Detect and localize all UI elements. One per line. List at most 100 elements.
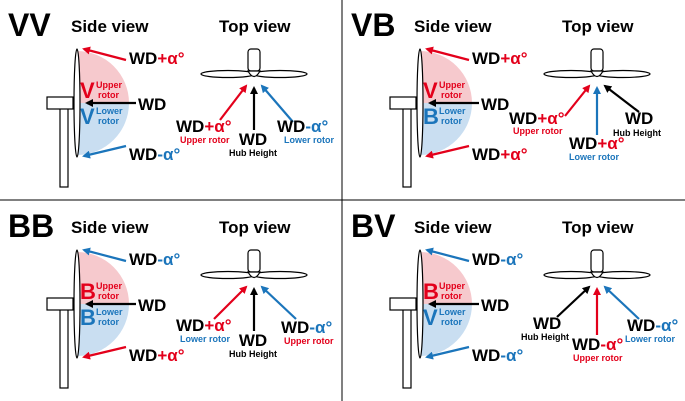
top-rotor-mid: Upper rotor (573, 353, 623, 363)
nacelle-top (247, 249, 261, 273)
upper-rotor-area (77, 252, 129, 304)
top-rotor-left: Lower rotor (180, 334, 230, 344)
top-rotor-left: Upper rotor (180, 135, 230, 145)
top-arrow-right (603, 285, 640, 320)
side-label-hub: WD (481, 95, 509, 114)
lower-rotor-label-letter: B (80, 305, 96, 330)
lower-rotor-label-rotor: rotor (98, 116, 119, 126)
top-arrow-left (564, 84, 591, 117)
top-rotor-left: Upper rotor (513, 126, 563, 136)
hub-top (246, 70, 262, 78)
top-label-hub: WD (239, 331, 267, 350)
upper-rotor-label-letter: V (80, 78, 95, 103)
panel-title: VB (351, 7, 395, 43)
lower-rotor-label-letter: V (423, 305, 438, 330)
upper-rotor-area (77, 51, 129, 103)
blade-right (595, 69, 651, 79)
top-rotor-hub: Hub Height (613, 128, 661, 138)
side-arrow-bottom (82, 345, 127, 360)
lower-rotor-label-sup: Lower (96, 307, 123, 317)
top-arrow-left (219, 84, 248, 121)
top-rotor-right: Lower rotor (284, 135, 334, 145)
side-label-top: WD-α° (129, 250, 180, 269)
side-label-top: WD+α° (472, 49, 528, 68)
top-rotor-right: Lower rotor (625, 334, 675, 344)
upper-rotor-label-sup: Upper (96, 281, 123, 291)
blade-left (200, 69, 256, 79)
nacelle (389, 96, 417, 110)
side-arrow-top (82, 46, 127, 62)
rotor-blade-side (416, 249, 424, 359)
blade-right (252, 69, 308, 79)
tower (402, 303, 412, 389)
lower-rotor-area (77, 103, 129, 155)
side-arrow-bottom (425, 144, 470, 159)
side-label-top: WD+α° (129, 49, 185, 68)
top-arrow-right (603, 84, 640, 113)
top-rotor-hub: Hub Height (521, 332, 569, 342)
side-arrow-bottom (425, 345, 470, 360)
upper-rotor-label-sup: Upper (439, 281, 466, 291)
hub-top (246, 271, 262, 279)
lower-rotor-label-sup: Lower (439, 307, 466, 317)
side-arrow-bottom (82, 144, 127, 159)
top-label-right: WD-α° (627, 316, 678, 335)
hub-top (589, 70, 605, 78)
blade-left (543, 270, 599, 280)
top-label-mid: WD-α° (572, 335, 623, 354)
rotor-blade-side (73, 48, 81, 158)
top-rotor-hub: Hub Height (229, 148, 277, 158)
side-label-bottom: WD-α° (472, 346, 523, 365)
top-view-heading: Top view (562, 17, 634, 36)
upper-rotor-label-letter: V (423, 78, 438, 103)
lower-rotor-label-letter: B (423, 104, 439, 129)
side-arrow-top (425, 46, 470, 62)
side-arrow-top (425, 247, 470, 263)
top-label-hub: WD (533, 314, 561, 333)
side-label-top: WD-α° (472, 250, 523, 269)
blade-left (543, 69, 599, 79)
rotor-blade-side (416, 48, 424, 158)
lower-rotor-label-rotor: rotor (441, 317, 462, 327)
top-rotor-right: Upper rotor (284, 336, 334, 346)
nacelle (389, 297, 417, 311)
top-label-right: WD-α° (281, 318, 332, 337)
lower-rotor-area (420, 304, 472, 356)
top-view-heading: Top view (219, 17, 291, 36)
lower-rotor-label-rotor: rotor (98, 317, 119, 327)
upper-rotor-label-rotor: rotor (441, 90, 462, 100)
panel-title: BB (8, 208, 54, 244)
lower-rotor-label-rotor: rotor (441, 116, 462, 126)
top-label-right: WD-α° (277, 117, 328, 136)
top-label-left: WD+α° (176, 316, 232, 335)
hub-top (589, 271, 605, 279)
side-arrow-top (82, 247, 127, 263)
nacelle-top (590, 249, 604, 273)
top-label-mid: WD+α° (569, 134, 625, 153)
top-arrow-right (260, 285, 297, 320)
top-arrow-left (213, 285, 248, 320)
top-arrow-left (556, 285, 591, 318)
blade-right (595, 270, 651, 280)
top-arrow-right (260, 84, 294, 123)
side-label-hub: WD (138, 296, 166, 315)
upper-rotor-area (420, 252, 472, 304)
upper-rotor-label-letter: B (423, 279, 439, 304)
side-view-heading: Side view (71, 17, 149, 36)
tower (59, 303, 69, 389)
nacelle-top (590, 48, 604, 72)
rotor-blade-side (73, 249, 81, 359)
lower-rotor-label-sup: Lower (439, 106, 466, 116)
lower-rotor-label-sup: Lower (96, 106, 123, 116)
side-label-bottom: WD+α° (472, 145, 528, 164)
side-view-heading: Side view (71, 218, 149, 237)
side-label-hub: WD (138, 95, 166, 114)
side-view-heading: Side view (414, 17, 492, 36)
upper-rotor-label-rotor: rotor (98, 291, 119, 301)
blade-right (252, 270, 308, 280)
